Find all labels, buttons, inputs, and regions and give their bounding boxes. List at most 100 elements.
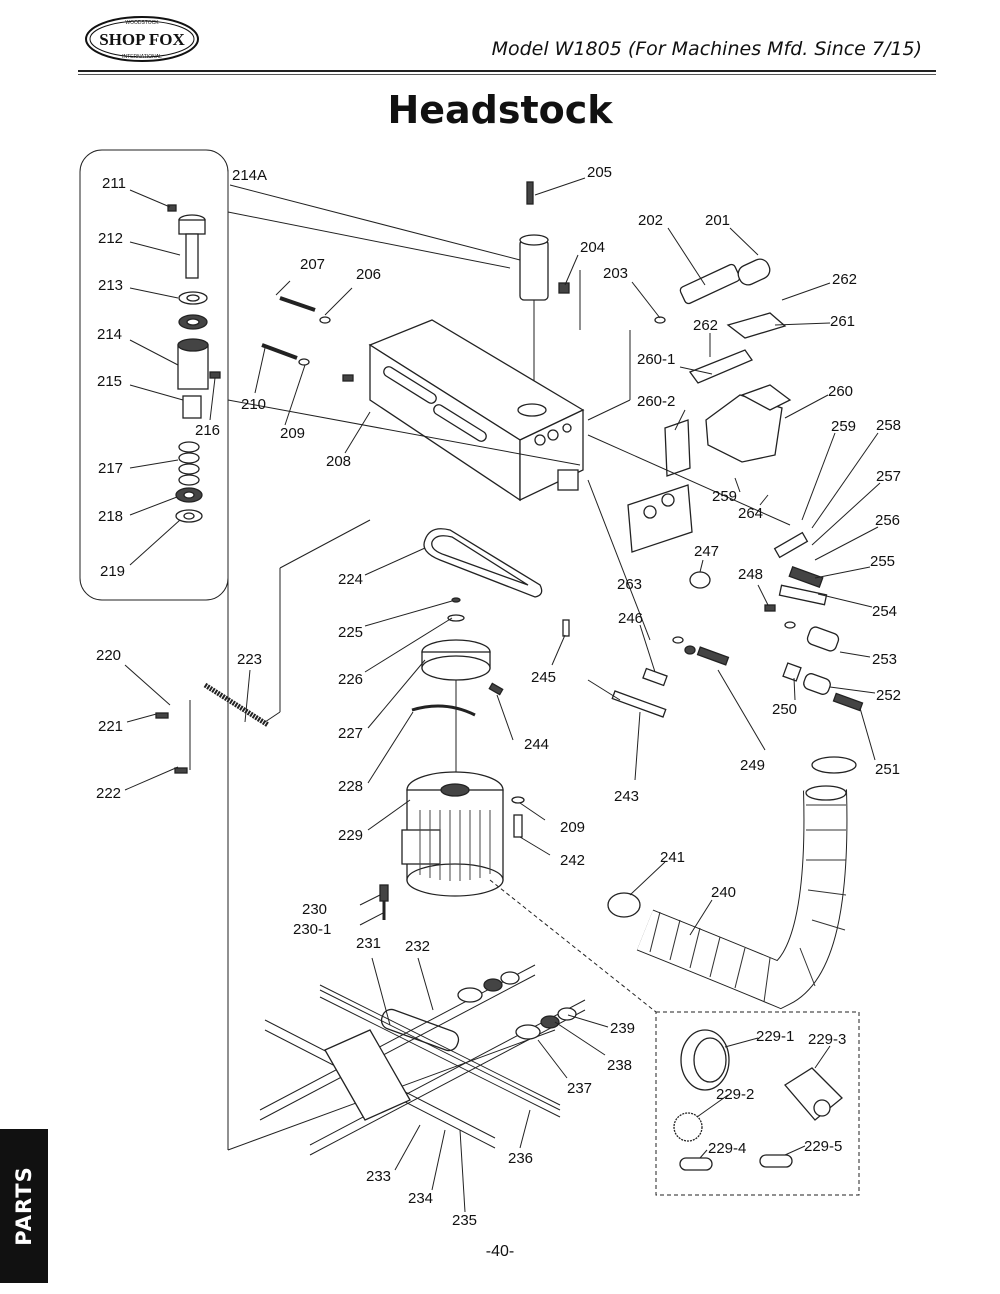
label-256: 256 [875, 512, 900, 529]
label-220: 220 [96, 647, 121, 664]
label-212: 212 [98, 230, 123, 247]
label-259a: 259 [831, 418, 856, 435]
label-217: 217 [98, 460, 123, 477]
motor-bolt [511, 796, 525, 838]
label-229-5: 229-5 [804, 1138, 842, 1155]
label-240: 240 [711, 884, 736, 901]
mounting-plate [627, 484, 693, 553]
shop-fox-logo: SHOP FOX WOODSTOCK INTERNATIONAL [84, 14, 204, 69]
label-229-1: 229-1 [756, 1028, 794, 1045]
part-labels: 211 212 213 214 215 216 217 218 219 214A… [96, 164, 901, 1229]
label-226: 226 [338, 671, 363, 688]
label-232: 232 [405, 938, 430, 955]
label-249: 249 [740, 757, 765, 774]
label-219: 219 [100, 563, 125, 580]
label-206: 206 [356, 266, 381, 283]
inset-parts [167, 204, 221, 523]
logo-graphic: SHOP FOX WOODSTOCK INTERNATIONAL [85, 16, 199, 62]
label-262a: 262 [832, 271, 857, 288]
label-236: 236 [508, 1150, 533, 1167]
leader-lines [124, 177, 881, 1213]
label-243: 243 [614, 788, 639, 805]
label-224: 224 [338, 571, 363, 588]
label-215: 215 [97, 373, 122, 390]
label-209b: 209 [560, 819, 585, 836]
page-number: -40- [485, 1243, 515, 1260]
label-255: 255 [870, 553, 895, 570]
label-251: 251 [875, 761, 900, 778]
label-208: 208 [326, 453, 351, 470]
retaining-ring-and-key [411, 682, 504, 717]
label-214: 214 [97, 326, 122, 343]
drive-shaft-cover [679, 258, 771, 305]
dust-chute-assembly [664, 312, 792, 477]
logo-top-text: WOODSTOCK [125, 20, 159, 26]
drive-belt [423, 528, 543, 598]
label-241: 241 [660, 849, 685, 866]
label-262b: 262 [693, 317, 718, 334]
spring [155, 682, 270, 774]
label-247: 247 [694, 543, 719, 560]
label-254: 254 [872, 603, 897, 620]
label-234: 234 [408, 1190, 433, 1207]
spindle-assembly [519, 181, 570, 405]
page-heading: Headstock [387, 88, 613, 132]
label-230-1: 230-1 [293, 921, 331, 938]
label-231: 231 [356, 935, 381, 952]
label-260-2: 260-2 [637, 393, 675, 410]
label-237: 237 [567, 1080, 592, 1097]
label-216: 216 [195, 422, 220, 439]
label-248: 248 [738, 566, 763, 583]
label-233: 233 [366, 1168, 391, 1185]
label-203: 203 [603, 265, 628, 282]
label-245: 245 [531, 669, 556, 686]
label-211: 211 [102, 175, 126, 192]
label-204: 204 [580, 239, 605, 256]
label-250: 250 [772, 701, 797, 718]
dust-hose [607, 756, 857, 1010]
label-239: 239 [610, 1020, 635, 1037]
label-214A: 214A [232, 167, 267, 184]
label-257: 257 [876, 468, 901, 485]
label-244: 244 [524, 736, 549, 753]
side-tab-label: PARTS [12, 1166, 36, 1246]
label-229-2: 229-2 [716, 1086, 754, 1103]
logo-bottom-text: INTERNATIONAL [122, 54, 162, 60]
shaft-assembly [259, 964, 586, 1156]
label-222: 222 [96, 785, 121, 802]
label-258: 258 [876, 417, 901, 434]
label-235: 235 [452, 1212, 477, 1229]
limit-switch [379, 884, 389, 920]
parts-side-tab: PARTS [0, 1129, 48, 1283]
label-230: 230 [302, 901, 327, 918]
label-227: 227 [338, 725, 363, 742]
label-210: 210 [241, 396, 266, 413]
label-225: 225 [338, 624, 363, 641]
label-223: 223 [237, 651, 262, 668]
label-252: 252 [876, 687, 901, 704]
right-fasteners [562, 531, 864, 718]
headstock-housing [368, 319, 585, 502]
label-201: 201 [705, 212, 730, 229]
motor [401, 771, 504, 897]
label-218: 218 [98, 508, 123, 525]
label-205: 205 [587, 164, 612, 181]
label-259b: 259 [712, 488, 737, 505]
motor-parts-inset [489, 879, 860, 1196]
label-202: 202 [638, 212, 663, 229]
model-title: Model W1805 (For Machines Mfd. Since 7/1… [491, 38, 922, 60]
label-263: 263 [617, 576, 642, 593]
label-264: 264 [738, 505, 763, 522]
label-221: 221 [98, 718, 123, 735]
motor-pulley [421, 597, 491, 790]
label-261: 261 [830, 313, 855, 330]
label-229-3: 229-3 [808, 1031, 846, 1048]
label-228: 228 [338, 778, 363, 795]
label-260-1: 260-1 [637, 351, 675, 368]
logo-text: SHOP FOX [99, 30, 185, 49]
label-207: 207 [300, 256, 325, 273]
label-253: 253 [872, 651, 897, 668]
label-246: 246 [618, 610, 643, 627]
label-260: 260 [828, 383, 853, 400]
